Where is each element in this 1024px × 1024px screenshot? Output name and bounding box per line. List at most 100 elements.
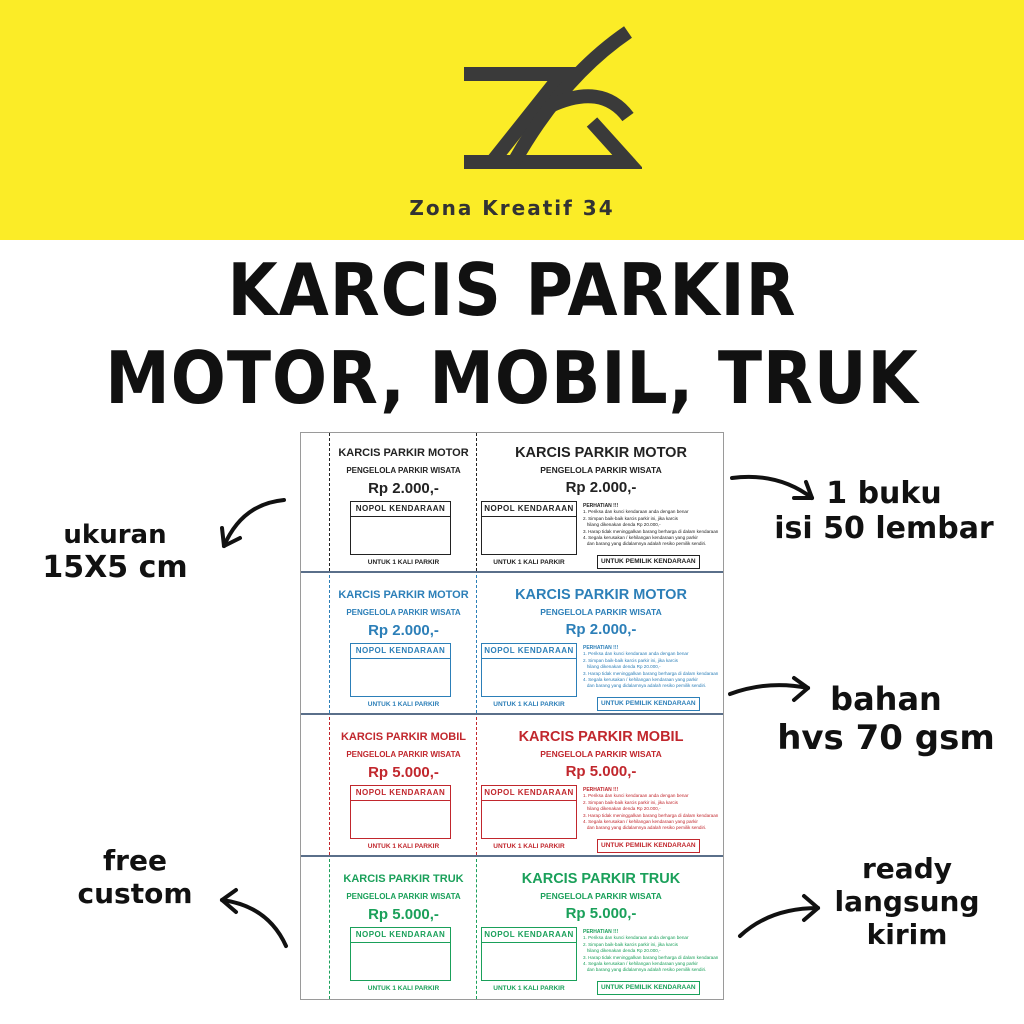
- owner-label: UNTUK PEMILIK KENDARAAN: [597, 839, 700, 853]
- perforation-left: [329, 433, 330, 571]
- custom-note: free custom: [50, 844, 220, 910]
- main-plate-box: NOPOL KENDARAAN: [481, 927, 577, 981]
- notice-block: PERHATIAN !!!1. Periksa dan kunci kendar…: [583, 503, 721, 548]
- stub-price: Rp 5.000,-: [368, 764, 439, 781]
- owner-label: UNTUK PEMILIK KENDARAAN: [597, 697, 700, 711]
- perforation-left: [329, 859, 330, 999]
- size-note-line1: ukuran: [63, 520, 167, 550]
- ticket-motor-blue: KARCIS PARKIR MOTOR PENGELOLA PARKIR WISA…: [301, 575, 723, 715]
- stub-price: Rp 2.000,-: [368, 480, 439, 497]
- notice-line: 3. Harap tidak meninggalkan barang berha…: [583, 812, 719, 818]
- stub-once-label: UNTUK 1 KALI PARKIR: [367, 843, 440, 850]
- owner-label: UNTUK PEMILIK KENDARAAN: [597, 981, 700, 995]
- stub-title: KARCIS PARKIR MOBIL: [340, 731, 467, 743]
- perforation-mid: [476, 575, 477, 713]
- notice-line: 4. Segala kerusakan / kehilangan kendara…: [583, 961, 698, 967]
- owner-label: UNTUK PEMILIK KENDARAAN: [597, 555, 700, 569]
- main-plate-label: NOPOL KENDARAAN: [482, 786, 576, 801]
- stub-plate-label: NOPOL KENDARAAN: [351, 502, 450, 517]
- notice-line: 1. Periksa dan kunci kendaraan anda deng…: [583, 935, 689, 941]
- notice-line: 4. Segala kerusakan / kehilangan kendara…: [583, 677, 698, 683]
- stub-once-label: UNTUK 1 KALI PARKIR: [367, 985, 440, 992]
- book-note-line2: isi 50 lembar: [774, 511, 994, 546]
- main-plate-label: NOPOL KENDARAAN: [482, 928, 576, 943]
- notice-line: 3. Harap tidak meninggalkan barang berha…: [583, 954, 719, 960]
- material-note: bahan hvs 70 gsm: [766, 680, 1006, 758]
- arrow-to-custom-icon: [220, 888, 288, 948]
- notice-line: 2. Simpan baik-baik karcis parkir ini, j…: [583, 657, 678, 663]
- arrow-to-size-icon: [220, 498, 286, 548]
- material-note-line2: hvs 70 gsm: [777, 718, 995, 758]
- main-subtitle: PENGELOLA PARKIR WISATA: [540, 607, 662, 617]
- stub-title: KARCIS PARKIR MOTOR: [338, 589, 469, 601]
- ticket-truk-green: KARCIS PARKIR TRUK PENGELOLA PARKIR WISAT…: [301, 859, 723, 999]
- notice-block: PERHATIAN !!!1. Periksa dan kunci kendar…: [583, 787, 721, 832]
- ticket-mobil-red: KARCIS PARKIR MOBIL PENGELOLA PARKIR WISA…: [301, 717, 723, 857]
- perforation-mid: [476, 433, 477, 571]
- main-once-label: UNTUK 1 KALI PARKIR: [493, 985, 565, 992]
- notice-line: hilang dikenakan denda Rp 20.000,-: [583, 806, 661, 812]
- notice-line: dan barang yang didalamnya adalah resiko…: [583, 825, 707, 831]
- main-once-label: UNTUK 1 KALI PARKIR: [493, 701, 565, 708]
- perforation-left: [329, 575, 330, 713]
- main-plate-label: NOPOL KENDARAAN: [482, 644, 576, 659]
- notice-line: 1. Periksa dan kunci kendaraan anda deng…: [583, 651, 689, 657]
- stub-plate-label: NOPOL KENDARAAN: [351, 644, 450, 659]
- stub-plate-box: NOPOL KENDARAAN: [350, 501, 451, 555]
- headline-line-2: MOTOR, MOBIL, TRUK: [105, 336, 919, 420]
- main-title: KARCIS PARKIR TRUK: [521, 871, 681, 887]
- notice-line: 1. Periksa dan kunci kendaraan anda deng…: [583, 793, 689, 799]
- notice-title: PERHATIAN !!!: [583, 503, 619, 509]
- stub-price: Rp 2.000,-: [368, 622, 439, 639]
- stub-plate-label: NOPOL KENDARAAN: [351, 786, 450, 801]
- notice-line: 4. Segala kerusakan / kehilangan kendara…: [583, 535, 698, 541]
- main-plate-box: NOPOL KENDARAAN: [481, 785, 577, 839]
- main-plate-box: NOPOL KENDARAAN: [481, 501, 577, 555]
- main-price: Rp 5.000,-: [565, 905, 637, 922]
- main-title: KARCIS PARKIR MOBIL: [518, 729, 684, 745]
- stub-plate-box: NOPOL KENDARAAN: [350, 927, 451, 981]
- stub-once-label: UNTUK 1 KALI PARKIR: [367, 559, 440, 566]
- notice-line: 2. Simpan baik-baik karcis parkir ini, j…: [583, 799, 678, 805]
- stub-subtitle: PENGELOLA PARKIR WISATA: [346, 466, 461, 475]
- main-subtitle: PENGELOLA PARKIR WISATA: [540, 749, 662, 759]
- notice-line: 3. Harap tidak meninggalkan barang berha…: [583, 670, 719, 676]
- arrow-to-ready-icon: [738, 894, 820, 938]
- ready-note: ready langsung kirim: [812, 852, 1002, 951]
- custom-note-line2: custom: [77, 877, 193, 910]
- zk-monogram-logo: [464, 26, 642, 169]
- ready-note-line1: ready: [862, 852, 952, 885]
- notice-line: hilang dikenakan denda Rp 20.000,-: [583, 522, 661, 528]
- notice-block: PERHATIAN !!!1. Periksa dan kunci kendar…: [583, 645, 721, 690]
- notice-block: PERHATIAN !!!1. Periksa dan kunci kendar…: [583, 929, 721, 974]
- stub-subtitle: PENGELOLA PARKIR WISATA: [346, 892, 461, 901]
- notice-line: hilang dikenakan denda Rp 20.000,-: [583, 664, 661, 670]
- stub-price: Rp 5.000,-: [368, 906, 439, 923]
- notice-line: 1. Periksa dan kunci kendaraan anda deng…: [583, 509, 689, 515]
- main-price: Rp 5.000,-: [565, 763, 637, 780]
- ticket-sheet: KARCIS PARKIR MOTOR PENGELOLA PARKIR WISA…: [300, 432, 724, 1000]
- main-plate-box: NOPOL KENDARAAN: [481, 643, 577, 697]
- perforation-mid: [476, 717, 477, 855]
- ready-note-line2: langsung: [834, 885, 980, 918]
- perforation-left: [329, 717, 330, 855]
- notice-title: PERHATIAN !!!: [583, 645, 619, 651]
- perforation-mid: [476, 859, 477, 999]
- stub-once-label: UNTUK 1 KALI PARKIR: [367, 701, 440, 708]
- notice-line: 4. Segala kerusakan / kehilangan kendara…: [583, 819, 698, 825]
- stub-plate-label: NOPOL KENDARAAN: [351, 928, 450, 943]
- ready-note-line3: kirim: [866, 918, 948, 951]
- stub-subtitle: PENGELOLA PARKIR WISATA: [346, 608, 461, 617]
- stub-plate-box: NOPOL KENDARAAN: [350, 785, 451, 839]
- main-plate-label: NOPOL KENDARAAN: [482, 502, 576, 517]
- notice-title: PERHATIAN !!!: [583, 787, 619, 793]
- notice-line: 3. Harap tidak meninggalkan barang berha…: [583, 528, 719, 534]
- brand-banner: Zona Kreatif 34: [0, 0, 1024, 240]
- stub-title: KARCIS PARKIR TRUK: [343, 873, 464, 885]
- notice-title: PERHATIAN !!!: [583, 929, 619, 935]
- arrow-to-book-icon: [730, 474, 814, 500]
- arrow-to-material-icon: [728, 676, 810, 702]
- custom-note-line1: free: [103, 844, 167, 877]
- material-note-line1: bahan: [830, 680, 942, 718]
